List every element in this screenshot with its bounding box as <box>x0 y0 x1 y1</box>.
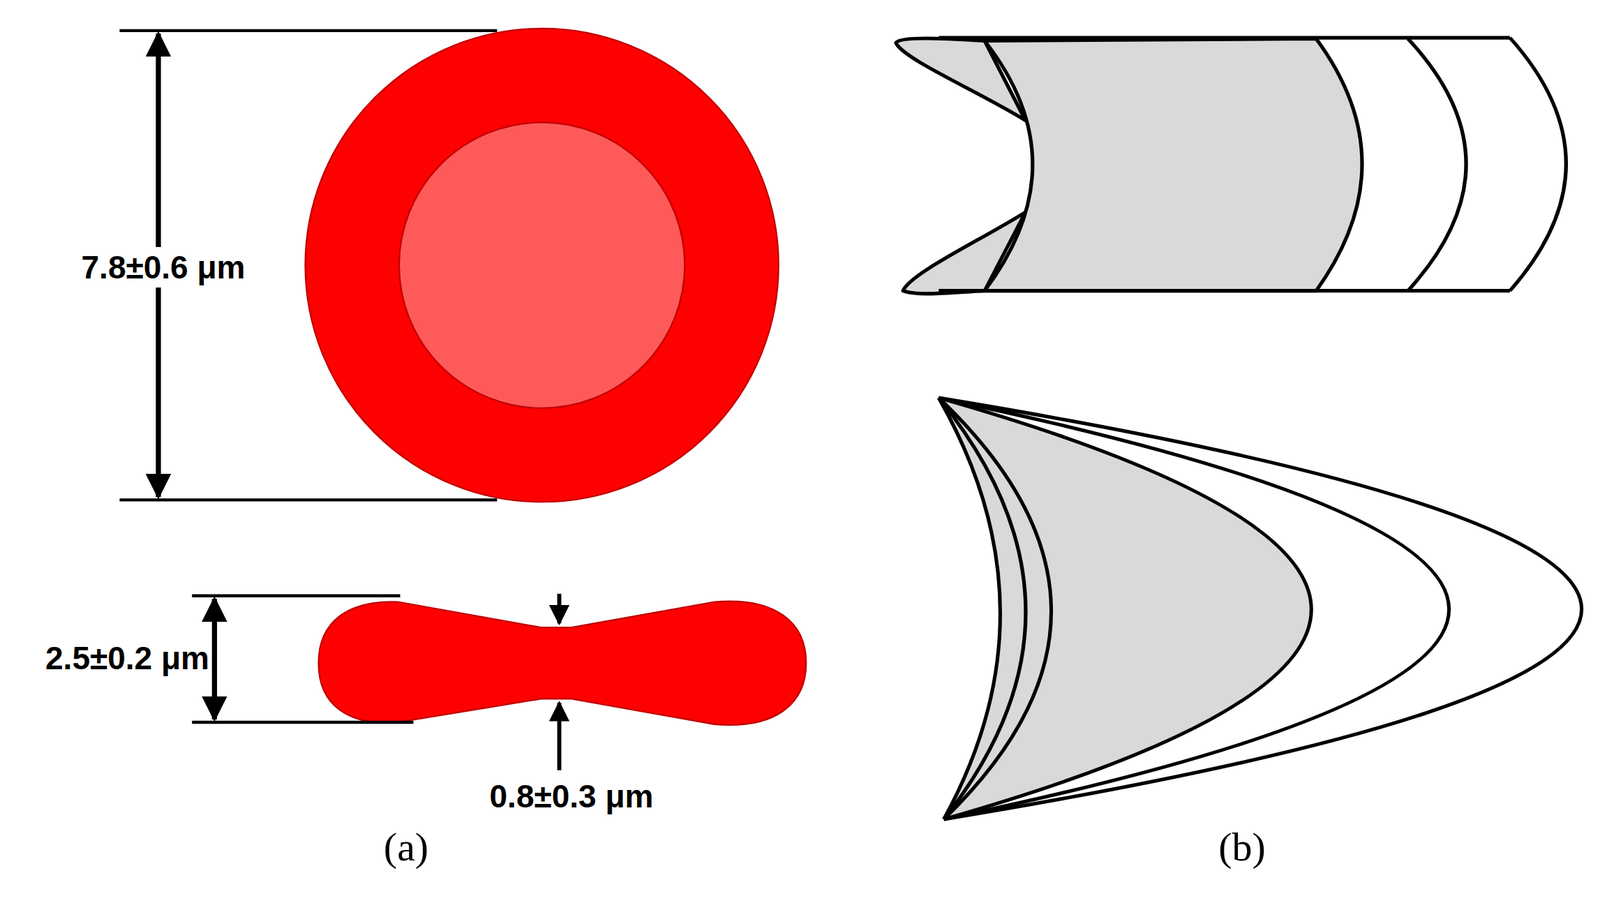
panel-label: (a) <box>383 824 429 870</box>
rbc-top-view <box>304 28 779 502</box>
deformed-cell-cylinder <box>895 37 1566 294</box>
dimension-label: 2.5±0.2 μm <box>45 640 210 677</box>
thickness-dimension-lines <box>191 593 559 771</box>
panel-label: (b) <box>1218 824 1266 870</box>
dimension-label: 0.8±0.3 μm <box>489 778 654 815</box>
dimension-label: 7.8±0.6 μm <box>80 247 248 289</box>
deformed-cell-parachute <box>938 397 1582 820</box>
rbc-side-view <box>318 601 806 725</box>
